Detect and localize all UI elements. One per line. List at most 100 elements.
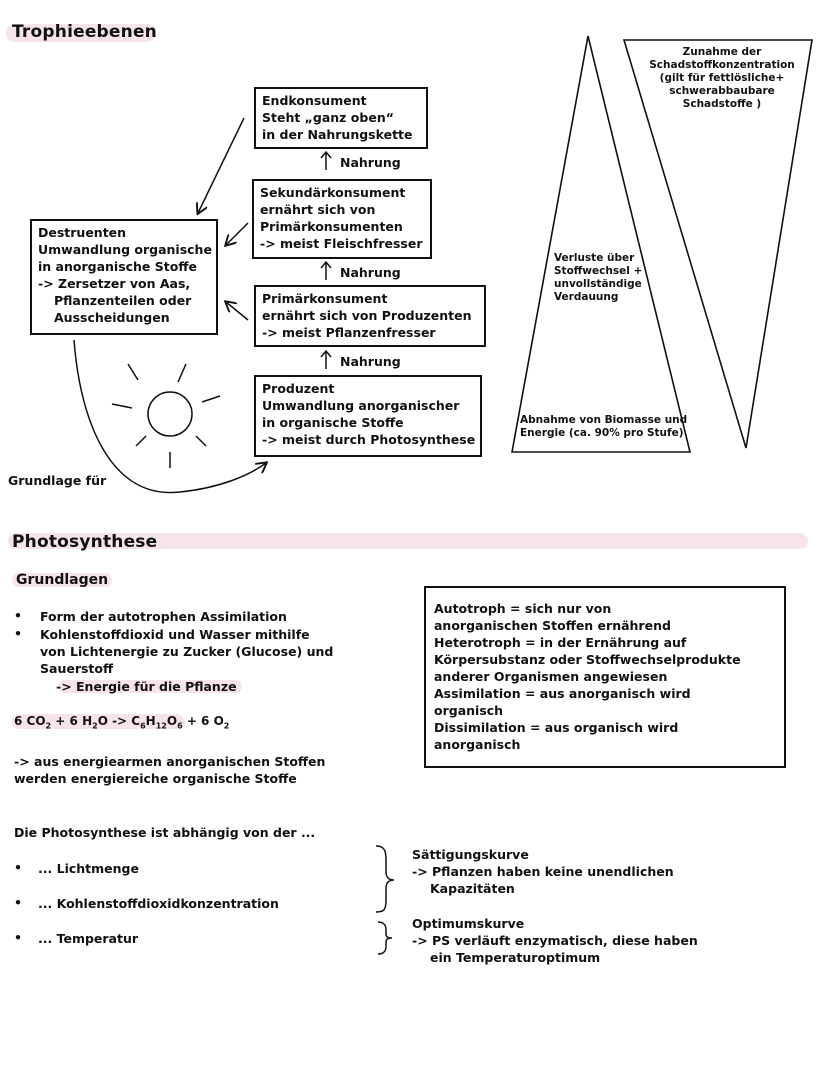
formula-part: H bbox=[145, 714, 156, 728]
dependency-intro: Die Photosynthese ist abhängig von der .… bbox=[14, 825, 316, 840]
bullet-text-cont: Sauerstoff bbox=[40, 661, 114, 676]
factor-item: ... Temperatur bbox=[38, 931, 139, 946]
bullet-text: Kohlenstoffdioxid und Wasser mithilfe bbox=[40, 627, 310, 642]
definition-line: anderer Organismen angewiesen bbox=[434, 669, 668, 684]
saettigung-line: Sättigungskurve bbox=[412, 847, 529, 862]
pyramid-loss-label: Verluste über Stoffwechsel + unvollständ… bbox=[554, 252, 642, 304]
formula-sub: 2 bbox=[92, 721, 98, 731]
bullet-dot: • bbox=[14, 608, 22, 623]
definition-line: Dissimilation = aus organisch wird bbox=[434, 720, 679, 735]
optimum-line: Optimumskurve bbox=[412, 916, 525, 931]
definition-line: Autotroph = sich nur von bbox=[434, 601, 612, 616]
formula-part: + 6 O bbox=[182, 714, 224, 728]
saettigung-line: Kapazitäten bbox=[430, 881, 515, 896]
nahrung-label: Nahrung bbox=[340, 265, 401, 280]
box-line: Sekundärkonsument bbox=[260, 185, 406, 200]
inverse-note-line: schwerabbaubare bbox=[669, 85, 775, 97]
bullet-dot: • bbox=[14, 930, 22, 945]
inverse-note-line: Zunahme der bbox=[682, 46, 762, 58]
energy-note-line: -> aus energiearmen anorganischen Stoffe… bbox=[14, 754, 326, 769]
sun-icon bbox=[111, 363, 221, 468]
box-line: Primärkonsumenten bbox=[260, 219, 403, 234]
energy-note-line: werden energiereiche organische Stoffe bbox=[14, 771, 297, 786]
formula-sub: 12 bbox=[155, 721, 167, 731]
box-line: in anorganische Stoffe bbox=[38, 259, 197, 274]
inverse-pyramid-note: Zunahme der Schadstoffkonzentration (gil… bbox=[640, 46, 804, 111]
nahrung-arrow-up bbox=[320, 260, 332, 280]
bullet-text: Form der autotrophen Assimilation bbox=[40, 609, 287, 624]
box-line: Steht „ganz oben“ bbox=[262, 110, 394, 125]
section-heading-photosynthese: Photosynthese bbox=[12, 532, 158, 552]
pyramid-loss-line: Verdauung bbox=[554, 291, 619, 303]
pyramid-loss-line: Verluste über bbox=[554, 252, 635, 264]
box-line: Produzent bbox=[262, 381, 335, 396]
box-sekundaerkonsument: Sekundärkonsument ernährt sich von Primä… bbox=[252, 179, 432, 259]
formula-sub: 2 bbox=[223, 721, 230, 731]
nahrung-arrow-up bbox=[320, 150, 332, 170]
box-line: Ausscheidungen bbox=[54, 310, 170, 325]
box-line: -> meist durch Photosynthese bbox=[262, 432, 476, 447]
bracket-saettigung bbox=[375, 845, 395, 913]
pyramid-loss-line: unvollständige bbox=[554, 278, 642, 290]
subheading-highlight bbox=[12, 573, 112, 587]
bracket-optimum bbox=[377, 921, 393, 955]
definition-line: organisch bbox=[434, 703, 504, 718]
box-destruenten: Destruenten Umwandlung organische in ano… bbox=[30, 219, 218, 335]
pollutant-inverse-pyramid bbox=[622, 39, 813, 449]
box-line: Primärkonsument bbox=[262, 291, 388, 306]
definitions-box: Autotroph = sich nur von anorganischen S… bbox=[424, 586, 786, 768]
energie-highlight bbox=[58, 680, 242, 693]
box-line: ernährt sich von bbox=[260, 202, 376, 217]
box-line: -> Zersetzer von Aas, bbox=[38, 276, 191, 291]
energie-note: -> Energie für die Pflanze bbox=[56, 679, 237, 694]
box-line: ernährt sich von Produzenten bbox=[262, 308, 472, 323]
definition-line: anorganischen Stoffen ernährend bbox=[434, 618, 671, 633]
formula-part: O bbox=[166, 714, 178, 728]
definition-line: Assimilation = aus anorganisch wird bbox=[434, 686, 691, 701]
arrow-endkonsument-to-destruenten bbox=[198, 117, 245, 213]
arrow-primaer-to-destruenten bbox=[226, 302, 249, 321]
arrow-sekundaer-to-destruenten bbox=[226, 222, 249, 245]
nahrung-arrow-up bbox=[320, 349, 332, 369]
photosynthesis-formula: 6 CO2 + 6 H2O -> C6H12O6 + 6 O2 bbox=[14, 713, 229, 734]
factor-item: ... Kohlenstoffdioxidkonzentration bbox=[38, 896, 279, 911]
biomass-pyramid bbox=[511, 35, 692, 453]
bullet-text-cont: von Lichtenergie zu Zucker (Glucose) und bbox=[40, 644, 334, 659]
formula-sub: 6 bbox=[140, 721, 146, 731]
nahrung-label: Nahrung bbox=[340, 155, 401, 170]
formula-sub: 2 bbox=[45, 721, 52, 731]
inverse-note-line: Schadstoffkonzentration bbox=[649, 59, 795, 71]
bullet-dot: • bbox=[14, 895, 22, 910]
box-line: Pflanzenteilen oder bbox=[54, 293, 192, 308]
box-produzent: Produzent Umwandlung anorganischer in or… bbox=[254, 375, 482, 457]
section-heading-trophieebenen: Trophieebenen bbox=[12, 22, 157, 42]
pyramid-loss-line: Stoffwechsel + bbox=[554, 265, 643, 277]
box-line: in der Nahrungskette bbox=[262, 127, 413, 142]
definition-line: Heterotroph = in der Ernährung auf bbox=[434, 635, 687, 650]
formula-part: O -> C bbox=[97, 714, 141, 728]
definition-line: anorganisch bbox=[434, 737, 521, 752]
formula-part: 6 CO bbox=[14, 714, 46, 728]
box-line: Endkonsument bbox=[262, 93, 367, 108]
optimum-line: -> PS verläuft enzymatisch, diese haben bbox=[412, 933, 698, 948]
formula-part: + 6 H bbox=[51, 714, 93, 728]
formula-sub: 6 bbox=[177, 721, 183, 731]
arrow-destruenten-to-produzent bbox=[73, 339, 266, 494]
box-line: Destruenten bbox=[38, 225, 127, 240]
box-line: -> meist Pflanzenfresser bbox=[262, 325, 436, 340]
saettigung-line: -> Pflanzen haben keine unendlichen bbox=[412, 864, 674, 879]
box-line: -> meist Fleischfresser bbox=[260, 236, 423, 251]
grundlage-label: Grundlage für bbox=[8, 473, 107, 488]
pyramid-base-label: Abnahme von Biomasse und Energie (ca. 90… bbox=[520, 414, 687, 440]
pyramid-base-line: Abnahme von Biomasse und bbox=[520, 414, 688, 426]
formula-highlight bbox=[12, 714, 184, 729]
bullet-dot: • bbox=[14, 860, 22, 875]
factor-item: ... Lichtmenge bbox=[38, 861, 139, 876]
optimum-line: ein Temperaturoptimum bbox=[430, 950, 601, 965]
box-line: Umwandlung anorganischer bbox=[262, 398, 460, 413]
box-primaerkonsument: Primärkonsument ernährt sich von Produze… bbox=[254, 285, 486, 347]
subheading-grundlagen: Grundlagen bbox=[16, 572, 109, 588]
bullet-dot: • bbox=[14, 626, 22, 641]
heading-highlight bbox=[8, 533, 808, 549]
